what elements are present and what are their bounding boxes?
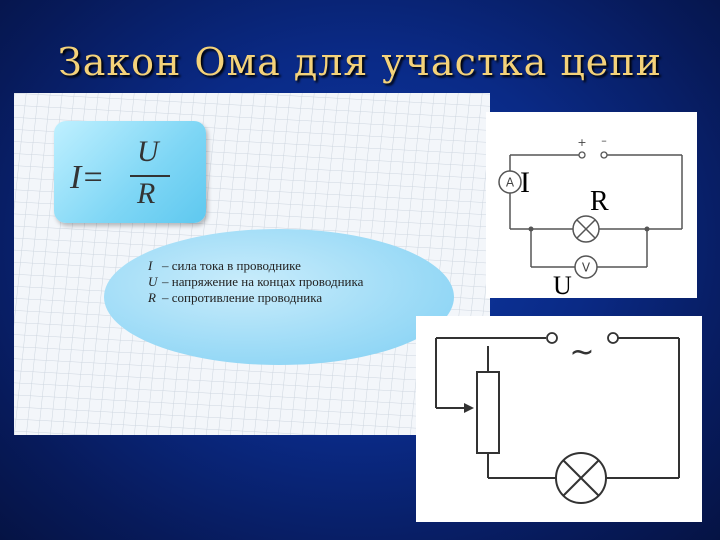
formula-numerator: U [137,135,159,168]
terminal-left [546,332,558,344]
slider-arrow-icon [464,403,474,413]
formula-panel: I= U R I – сила тока в проводнике U – напр… [14,93,490,435]
junction-dot [528,226,534,232]
plus-sign: + [577,136,586,149]
ammeter-icon [498,170,522,194]
legend-text: – сопротивление проводника [162,290,323,305]
junction-dot [644,226,650,232]
terminal-right [607,332,619,344]
formula-lhs: I= [70,159,105,196]
resistance-label: R [590,186,609,217]
fraction-bar [130,175,170,177]
legend-row-resistance: R – сопротивление проводника [148,290,363,306]
slide-title: Закон Ома для участка цепи [58,40,662,84]
legend-row-voltage: U – напряжение на концах проводника [148,274,363,290]
terminal-minus [600,151,608,159]
terminal-plus [578,151,586,159]
legend-symbol: R [148,290,156,305]
legend-text: – напряжение на концах проводника [162,274,364,289]
legend-symbol: U [148,274,158,289]
voltmeter-letter: V [582,261,591,275]
legend-row-current: I – сила тока в проводнике [148,258,363,274]
measurement-circuit-diagram: + – A V I R U [498,134,683,298]
voltage-label: U [553,271,572,298]
lamp-cross [562,459,600,497]
symbol-legend: I – сила тока в проводнике U – напряжение … [148,258,363,306]
rheostat-circuit-panel: ~ [416,316,702,522]
formula-denominator: R [137,177,156,210]
legend-ellipse [104,229,454,365]
voltmeter-icon [574,255,598,279]
lamp-cross [576,219,596,239]
ammeter-letter: A [506,176,515,190]
ac-symbol: ~ [569,335,594,370]
ohm-formula-box: I= U R [54,121,206,223]
minus-sign: – [601,134,607,147]
legend-text: – сила тока в проводнике [162,258,301,273]
rheostat-icon [476,371,500,454]
rheostat-circuit-diagram: ~ [435,332,680,504]
legend-symbol: I [148,258,153,273]
current-label: I [520,166,530,199]
measurement-circuit-panel: + – A V I R U [486,112,697,298]
